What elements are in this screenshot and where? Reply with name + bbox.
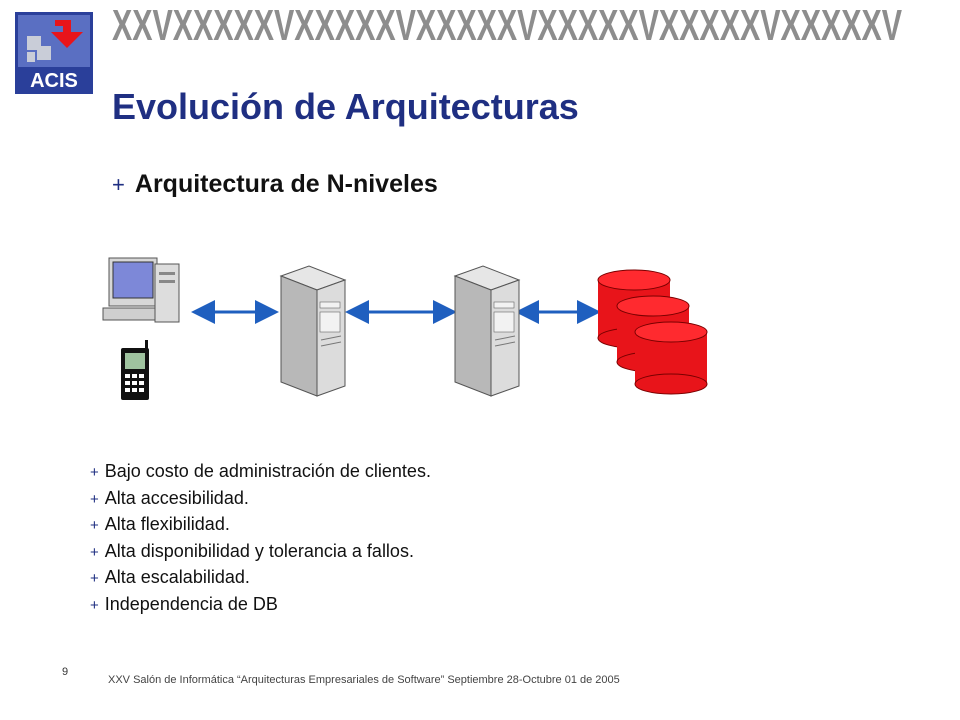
banner-text: XXVXXXXXVXXXXXVXXXXXVXXXXXVXXXXXVXXXXXV	[112, 2, 902, 48]
bullet-icon: +	[90, 543, 99, 561]
list-item: + Alta disponibilidad y tolerancia a fall…	[90, 539, 431, 566]
bullet-list: + Bajo costo de administración de cliente…	[90, 459, 431, 618]
bullet-text: Alta disponibilidad y tolerancia a fallo…	[104, 540, 414, 561]
bullet-icon: +	[90, 596, 99, 614]
list-item: + Independencia de DB	[90, 592, 431, 619]
bullet-icon: +	[90, 570, 99, 587]
list-item: + Alta escalabilidad.	[90, 565, 431, 592]
server-icon	[453, 265, 521, 397]
list-item: + Alta accesibilidad.	[90, 486, 431, 513]
mobile-phone-icon	[121, 340, 149, 400]
bullet-icon: +	[90, 490, 99, 508]
bullet-text: Alta flexibilidad.	[104, 514, 230, 534]
footer-text: XXV Salón de Informática “Arquitecturas …	[108, 674, 620, 686]
subtitle-bullet-icon: +	[112, 172, 125, 197]
architecture-diagram	[102, 257, 708, 400]
bullet-text: Alta escalabilidad.	[104, 567, 250, 587]
database-stack-icon	[597, 269, 708, 395]
list-item: + Bajo costo de administración de cliente…	[90, 459, 431, 486]
bullet-icon: +	[90, 517, 99, 534]
list-item: + Alta flexibilidad.	[90, 512, 431, 539]
server-icon	[279, 265, 347, 397]
banner-watermark: XXVXXXXXVXXXXXVXXXXXVXXXXXVXXXXXVXXXXXV	[112, 2, 902, 48]
bullet-icon: +	[90, 464, 99, 481]
subtitle-text: Arquitectura de N-niveles	[134, 170, 438, 198]
bullet-text: Alta accesibilidad.	[104, 487, 249, 508]
page-number: 9	[62, 666, 69, 678]
slide-subtitle: + Arquitectura de N-niveles	[112, 170, 438, 199]
slide-title: Evolución de Arquitecturas	[112, 86, 579, 127]
bullet-text: Independencia de DB	[104, 593, 278, 614]
acis-logo: ACIS	[15, 12, 93, 94]
bullet-text: Bajo costo de administración de clientes…	[104, 461, 431, 481]
desktop-computer-icon	[102, 257, 180, 323]
logo-text: ACIS	[30, 70, 78, 92]
